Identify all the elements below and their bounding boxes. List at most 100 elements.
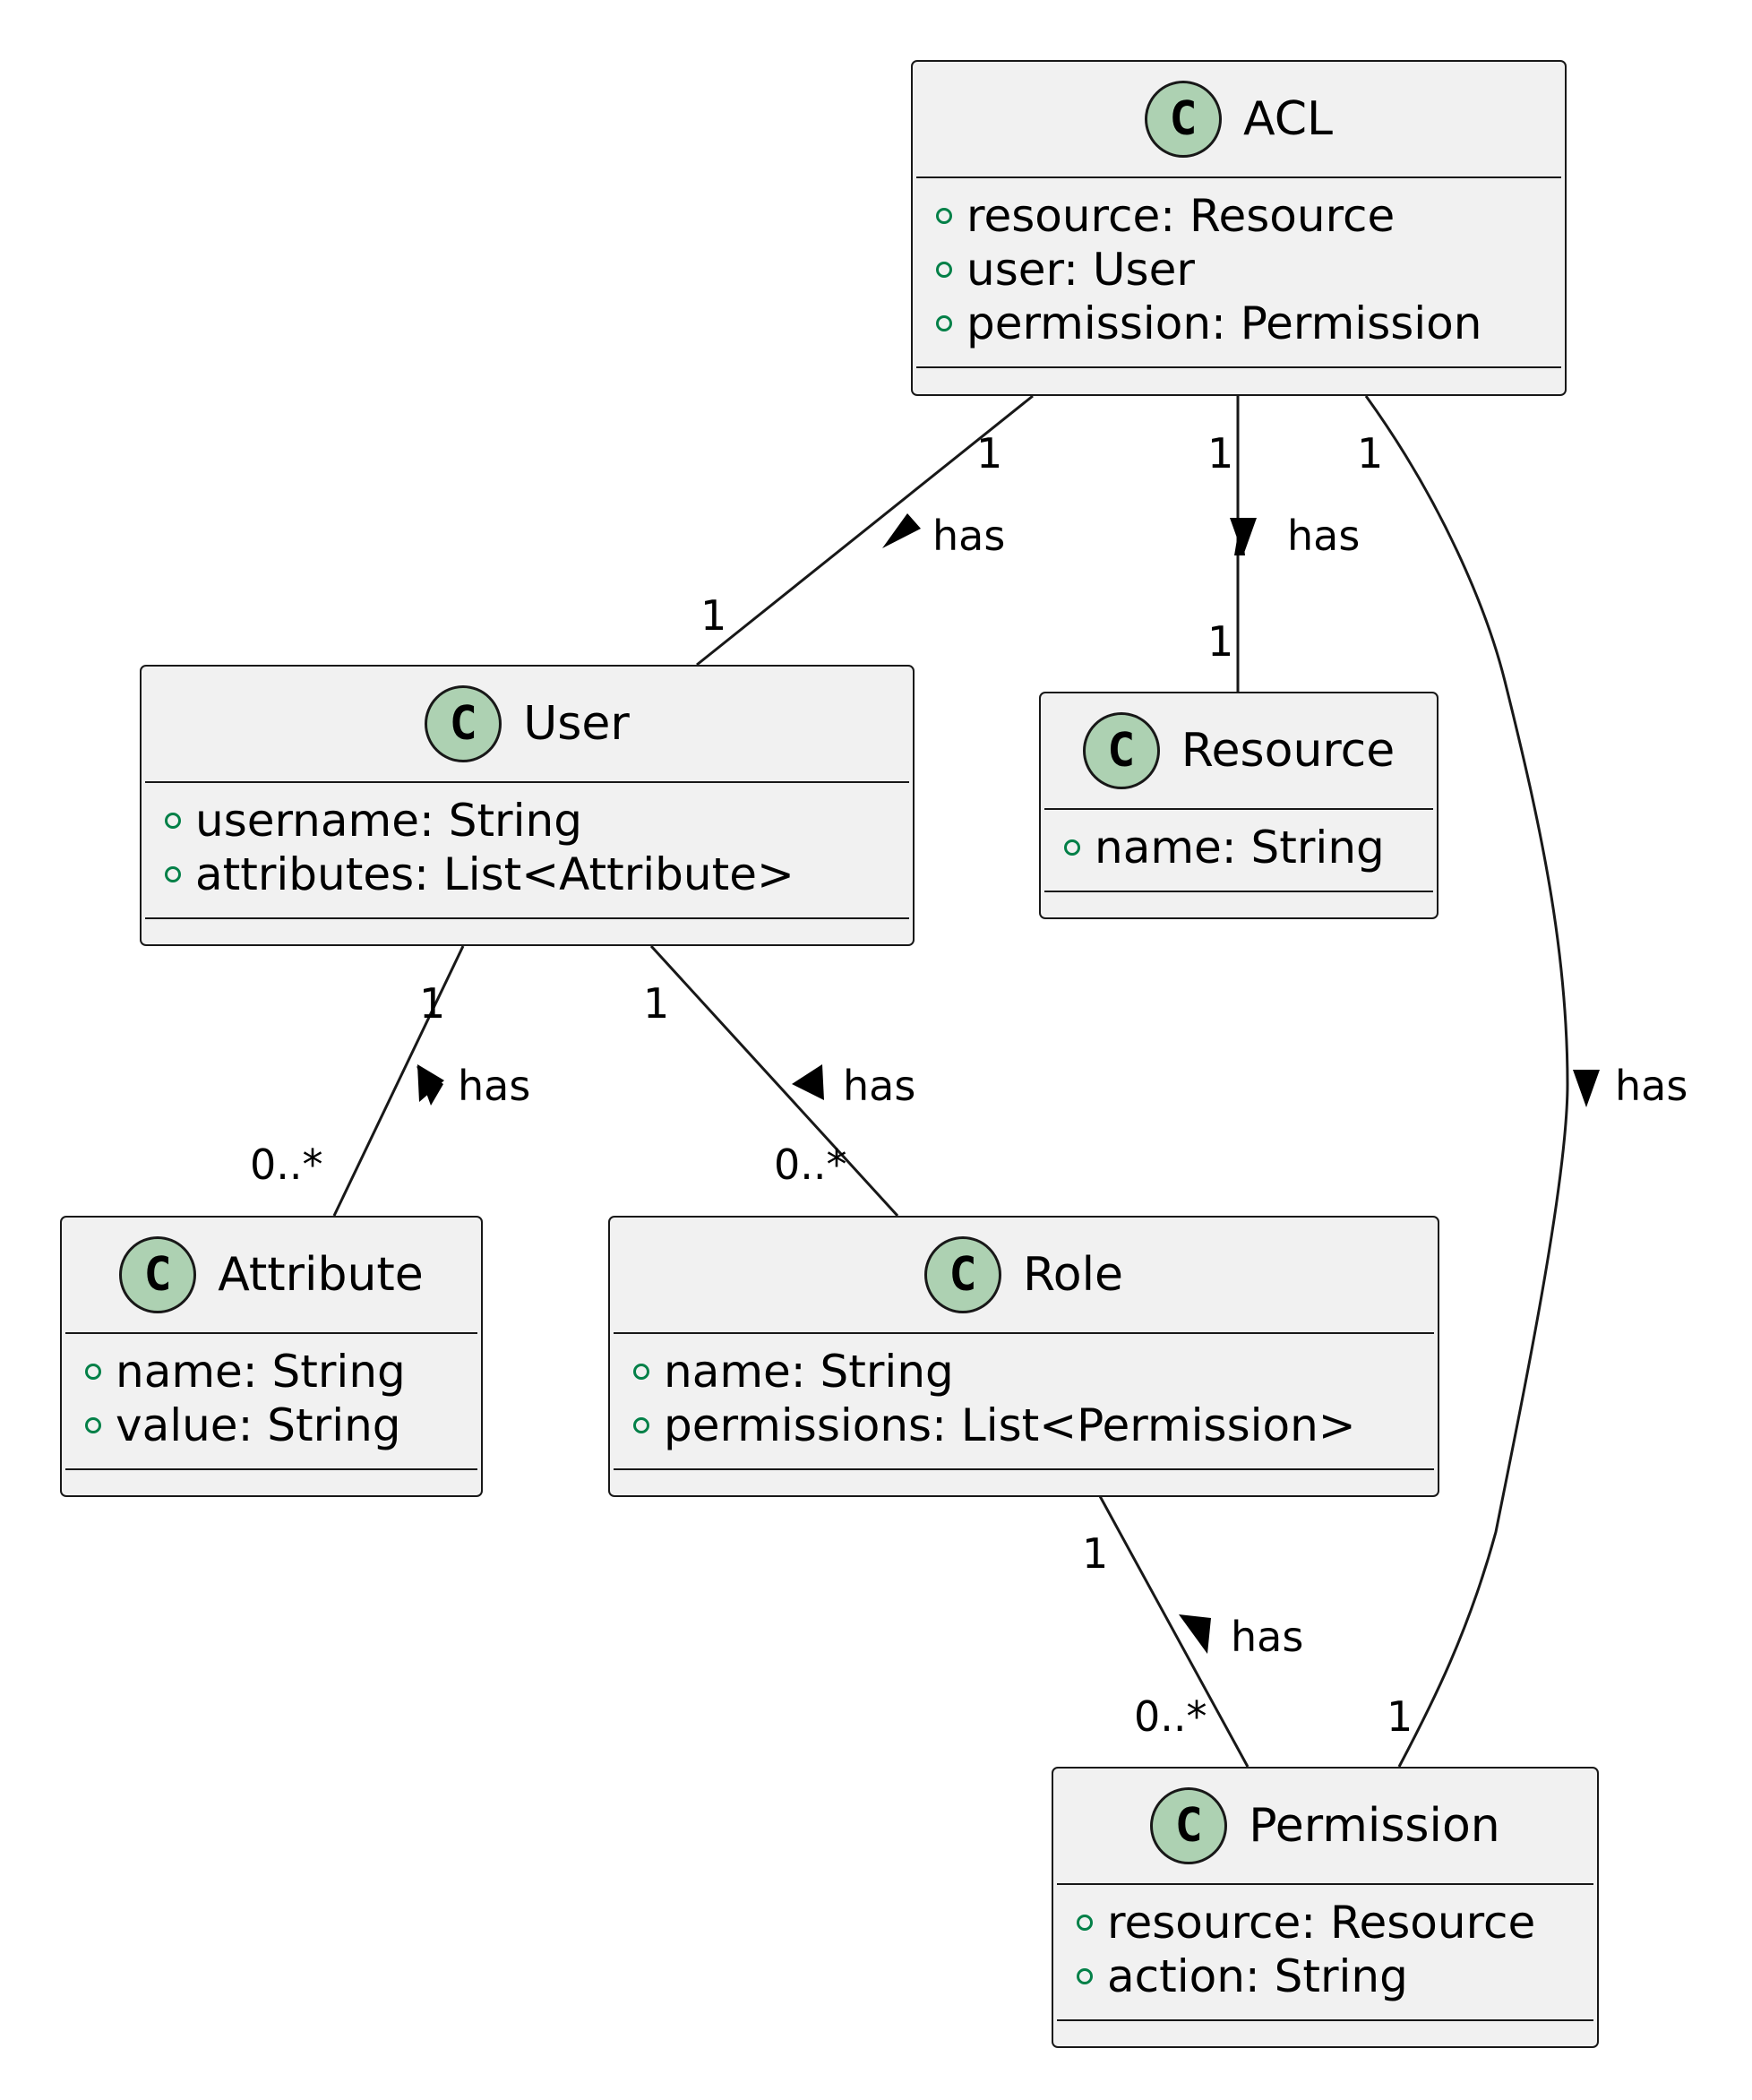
relation-user-role-to-mult: 0..* [774, 1140, 847, 1189]
public-visibility-icon [85, 1364, 101, 1380]
attribute-text: attributes: List<Attribute> [195, 848, 794, 900]
public-visibility-icon [1077, 1968, 1093, 1984]
class-resource-attributes: name: String [1064, 821, 1385, 874]
public-visibility-icon [936, 208, 952, 224]
relation-acl-user-label: has [932, 512, 1005, 560]
attribute-item: name: String [633, 1345, 1356, 1399]
relation-acl-user-from-mult: 1 [976, 429, 1002, 478]
attribute-item: username: String [165, 794, 794, 848]
attribute-text: name: String [116, 1346, 406, 1398]
class-attribute-header: C Attribute [62, 1218, 481, 1332]
relation-user-attribute-label: has [458, 1062, 530, 1110]
class-acl[interactable]: C ACL resource: Resource user: User perm… [911, 60, 1567, 396]
relation-acl-resource-arrow-head [1230, 518, 1257, 555]
public-visibility-icon [936, 315, 952, 331]
class-permission-divider-bottom [1057, 2019, 1593, 2021]
relation-user-role-line [649, 944, 899, 1218]
attribute-item: user: User [936, 243, 1481, 297]
relation-acl-permission-from-mult: 1 [1357, 429, 1383, 478]
relation-role-permission-arrow [1179, 1614, 1211, 1654]
class-permission-header: C Permission [1053, 1769, 1597, 1883]
relation-acl-permission-arrow [1573, 1070, 1600, 1107]
class-resource-name: Resource [1181, 724, 1396, 778]
relation-acl-resource-label: has [1287, 512, 1360, 560]
class-role-divider-bottom [614, 1468, 1434, 1470]
relation-role-permission-from-mult: 1 [1082, 1529, 1108, 1578]
class-acl-divider-top [916, 176, 1561, 178]
class-resource-divider-bottom [1044, 891, 1433, 892]
class-role-divider-top [614, 1332, 1434, 1334]
public-visibility-icon [165, 866, 181, 882]
class-permission[interactable]: C Permission resource: Resource action: … [1052, 1767, 1599, 2048]
class-permission-name: Permission [1249, 1799, 1500, 1853]
attribute-text: name: String [664, 1346, 954, 1398]
class-stereotype-icon: C [425, 685, 502, 762]
public-visibility-icon [936, 262, 952, 278]
relation-acl-user-arrow [882, 513, 921, 548]
class-role-header: C Role [610, 1218, 1438, 1332]
relation-acl-permission-label: has [1615, 1062, 1688, 1110]
relation-role-permission-to-mult: 0..* [1134, 1692, 1207, 1741]
class-user-header: C User [142, 667, 913, 781]
attribute-item: resource: Resource [936, 189, 1481, 243]
public-visibility-icon [1077, 1915, 1093, 1931]
class-attribute-name: Attribute [218, 1248, 424, 1302]
class-stereotype-icon: C [1150, 1787, 1228, 1864]
class-permission-divider-top [1057, 1883, 1593, 1885]
class-acl-name: ACL [1243, 92, 1333, 146]
class-stereotype-icon: C [923, 1236, 1001, 1313]
attribute-item: permission: Permission [936, 297, 1481, 350]
attribute-text: resource: Resource [1107, 1897, 1536, 1949]
attribute-text: permissions: List<Permission> [664, 1399, 1356, 1451]
relation-user-role-label: has [843, 1062, 915, 1110]
class-attribute-divider-bottom [65, 1468, 477, 1470]
class-role-attributes: name: String permissions: List<Permissio… [633, 1345, 1356, 1452]
relation-acl-user-to-mult: 1 [700, 591, 726, 640]
class-resource-divider-top [1044, 808, 1433, 810]
relation-user-attribute-from-mult: 1 [419, 979, 445, 1028]
relation-acl-permission-to-mult: 1 [1387, 1692, 1413, 1741]
attribute-item: attributes: List<Attribute> [165, 848, 794, 901]
public-visibility-icon [633, 1364, 649, 1380]
attribute-text: user: User [966, 244, 1195, 296]
public-visibility-icon [165, 813, 181, 829]
public-visibility-icon [85, 1417, 101, 1433]
relation-acl-user-line [696, 394, 1034, 667]
attribute-item: value: String [85, 1399, 406, 1452]
class-user-name: User [523, 697, 630, 751]
class-user-attributes: username: String attributes: List<Attrib… [165, 794, 794, 901]
attribute-item: name: String [1064, 821, 1385, 874]
class-resource-header: C Resource [1041, 693, 1437, 808]
class-stereotype-icon: C [119, 1236, 197, 1313]
attribute-text: permission: Permission [966, 297, 1482, 349]
attribute-text: resource: Resource [966, 190, 1396, 242]
relation-acl-resource-to-mult: 1 [1207, 617, 1233, 666]
class-attribute-attributes: name: String value: String [85, 1345, 406, 1452]
relation-user-attribute-arrow-tip [417, 1064, 444, 1102]
class-attribute-divider-top [65, 1332, 477, 1334]
relation-acl-resource-from-mult: 1 [1207, 429, 1233, 478]
relation-role-permission-label: has [1231, 1613, 1303, 1661]
class-user-divider-bottom [145, 917, 909, 919]
class-attribute[interactable]: C Attribute name: String value: String [60, 1216, 483, 1497]
class-acl-divider-bottom [916, 366, 1561, 368]
relation-acl-permission-line [1364, 395, 1569, 1768]
attribute-item: action: String [1077, 1949, 1535, 2003]
attribute-item: permissions: List<Permission> [633, 1399, 1356, 1452]
class-user-divider-top [145, 781, 909, 783]
relation-user-attribute-line [332, 945, 465, 1217]
class-acl-header: C ACL [913, 62, 1565, 176]
relation-user-attribute-to-mult: 0..* [250, 1140, 323, 1189]
class-resource[interactable]: C Resource name: String [1039, 692, 1439, 919]
relation-user-role-from-mult: 1 [643, 979, 669, 1028]
class-stereotype-icon: C [1145, 81, 1223, 158]
class-stereotype-icon: C [1082, 712, 1160, 789]
relation-user-role-arrow [792, 1064, 824, 1100]
class-acl-attributes: resource: Resource user: User permission… [936, 189, 1481, 350]
class-role[interactable]: C Role name: String permissions: List<Pe… [608, 1216, 1439, 1497]
attribute-text: action: String [1107, 1950, 1408, 2002]
class-user[interactable]: C User username: String attributes: List… [140, 665, 915, 946]
attribute-text: username: String [195, 795, 582, 847]
public-visibility-icon [1064, 839, 1080, 856]
attribute-item: name: String [85, 1345, 406, 1399]
